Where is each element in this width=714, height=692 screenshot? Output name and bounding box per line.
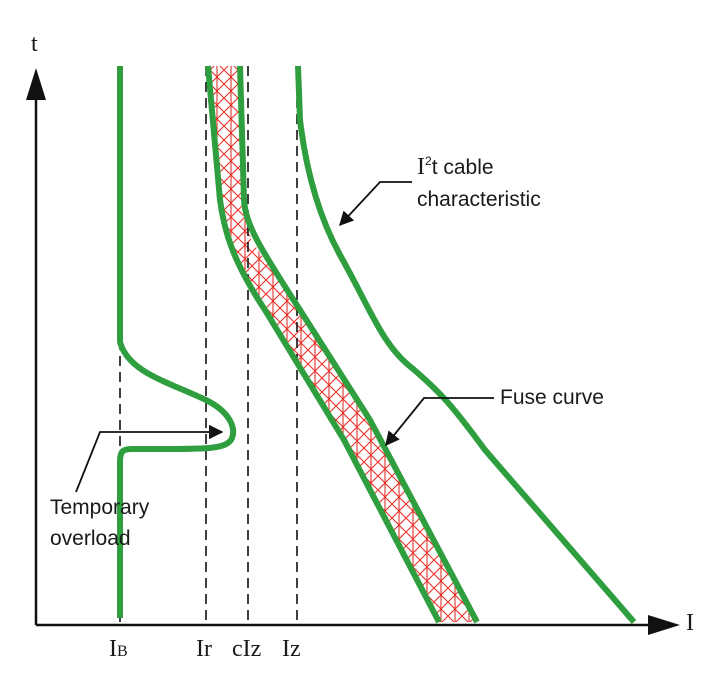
overload-label-line2: overload [50, 527, 131, 550]
fuse-label: Fuse curve [500, 386, 604, 409]
cable-characteristic-curve [295, 65, 637, 624]
cable-label-sup: 2 [425, 154, 432, 168]
cable-label-rest: t cable [432, 156, 494, 179]
fuse-curve-right-edge [237, 65, 480, 624]
tick-clz: cIz [232, 636, 261, 662]
tick-ib-main: I [109, 636, 117, 662]
tick-ib-subscript: B [117, 643, 128, 660]
overload-label-line1: Temporary [50, 496, 150, 519]
cable-label-line2: characteristic [417, 188, 541, 211]
fuse-band [208, 66, 477, 622]
y-axis-label: t [31, 31, 38, 57]
x-axis-arrowhead [648, 615, 680, 635]
tick-ib: IB [109, 636, 128, 662]
tick-ir: Ir [196, 636, 212, 662]
cable-pointer-arrow [339, 181, 412, 227]
cable-label-line1: I2t cable [417, 154, 494, 180]
cable-label-i: I [417, 154, 425, 180]
fuse-pointer-arrow [385, 397, 494, 447]
fuse-curve-left-edge [205, 65, 442, 624]
load-current-curve [117, 66, 237, 618]
overload-pointer-arrow [75, 424, 224, 493]
tick-iz: Iz [282, 636, 301, 662]
x-axis-label: I [686, 610, 694, 636]
y-axis-arrowhead [26, 68, 46, 100]
